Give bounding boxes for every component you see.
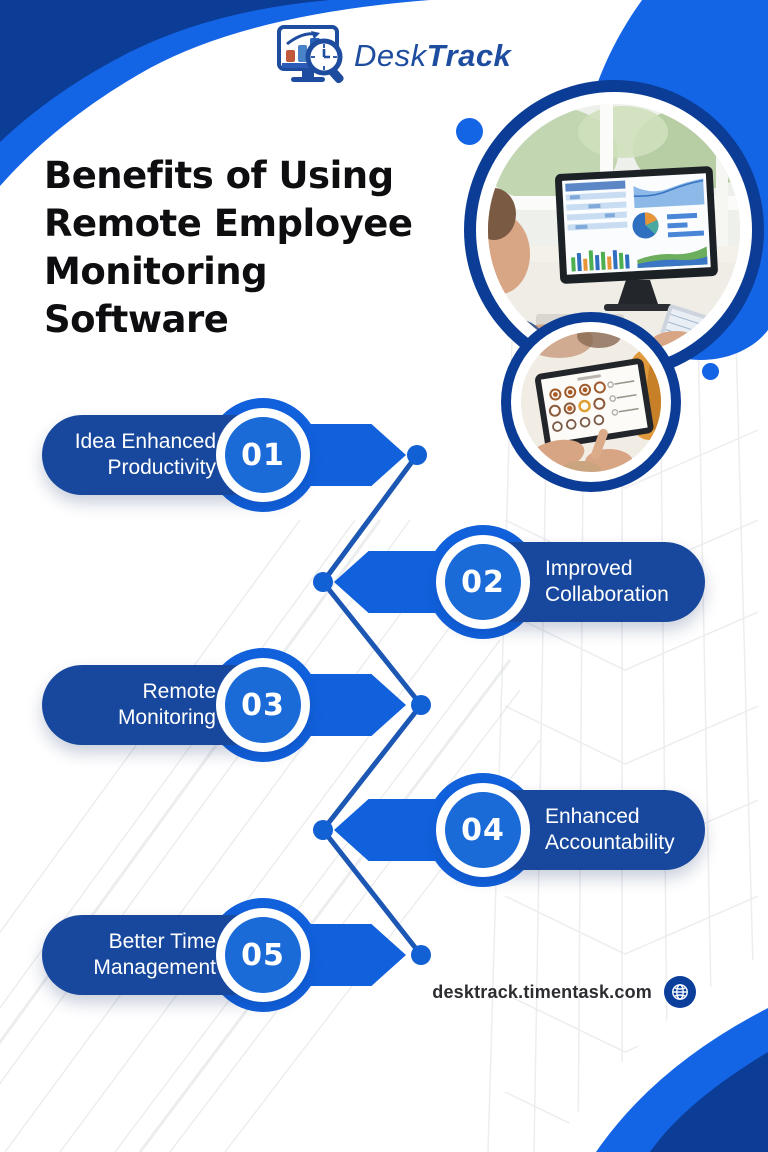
benefit-3-label: Remote Monitoring <box>117 680 216 729</box>
decor-dot-top <box>456 118 483 145</box>
left-diagonal-glass-lines <box>0 519 541 1152</box>
benefit-1-number: 01 <box>225 417 301 493</box>
footer: desktrack.timentask.com <box>432 976 696 1008</box>
tablet-photo-art <box>521 332 661 472</box>
logo-track: Track <box>426 38 512 73</box>
tablet <box>535 358 654 449</box>
website-url: desktrack.timentask.com <box>432 981 652 1002</box>
title-line-2: Remote Employee <box>44 202 413 245</box>
title-line-3: Monitoring <box>44 250 268 293</box>
decor-dot-right <box>702 363 719 380</box>
benefit-5-label: Better Time Management <box>93 930 216 979</box>
logo-desk: Desk <box>354 38 427 73</box>
benefit-4-number: 04 <box>445 792 521 868</box>
globe-icon <box>664 976 696 1008</box>
benefit-5-number: 05 <box>225 917 301 993</box>
benefit-4-label: Enhanced Accountability <box>545 805 675 854</box>
benefit-3-number: 03 <box>225 667 301 743</box>
page-title: Benefits of Using Remote Employee Monito… <box>44 152 484 344</box>
monitor-chart-magnifier-clock-logo <box>277 25 344 84</box>
monitor <box>554 166 718 284</box>
benefit-2-number: 02 <box>445 544 521 620</box>
benefit-1-label: Idea Enhanced Productivity <box>74 430 216 479</box>
benefit-2-label: Improved Collaboration <box>545 557 669 606</box>
title-line-1: Benefits of Using <box>44 154 394 197</box>
title-line-4: Software <box>44 298 229 341</box>
tablet-app-grid-photo <box>521 332 661 472</box>
